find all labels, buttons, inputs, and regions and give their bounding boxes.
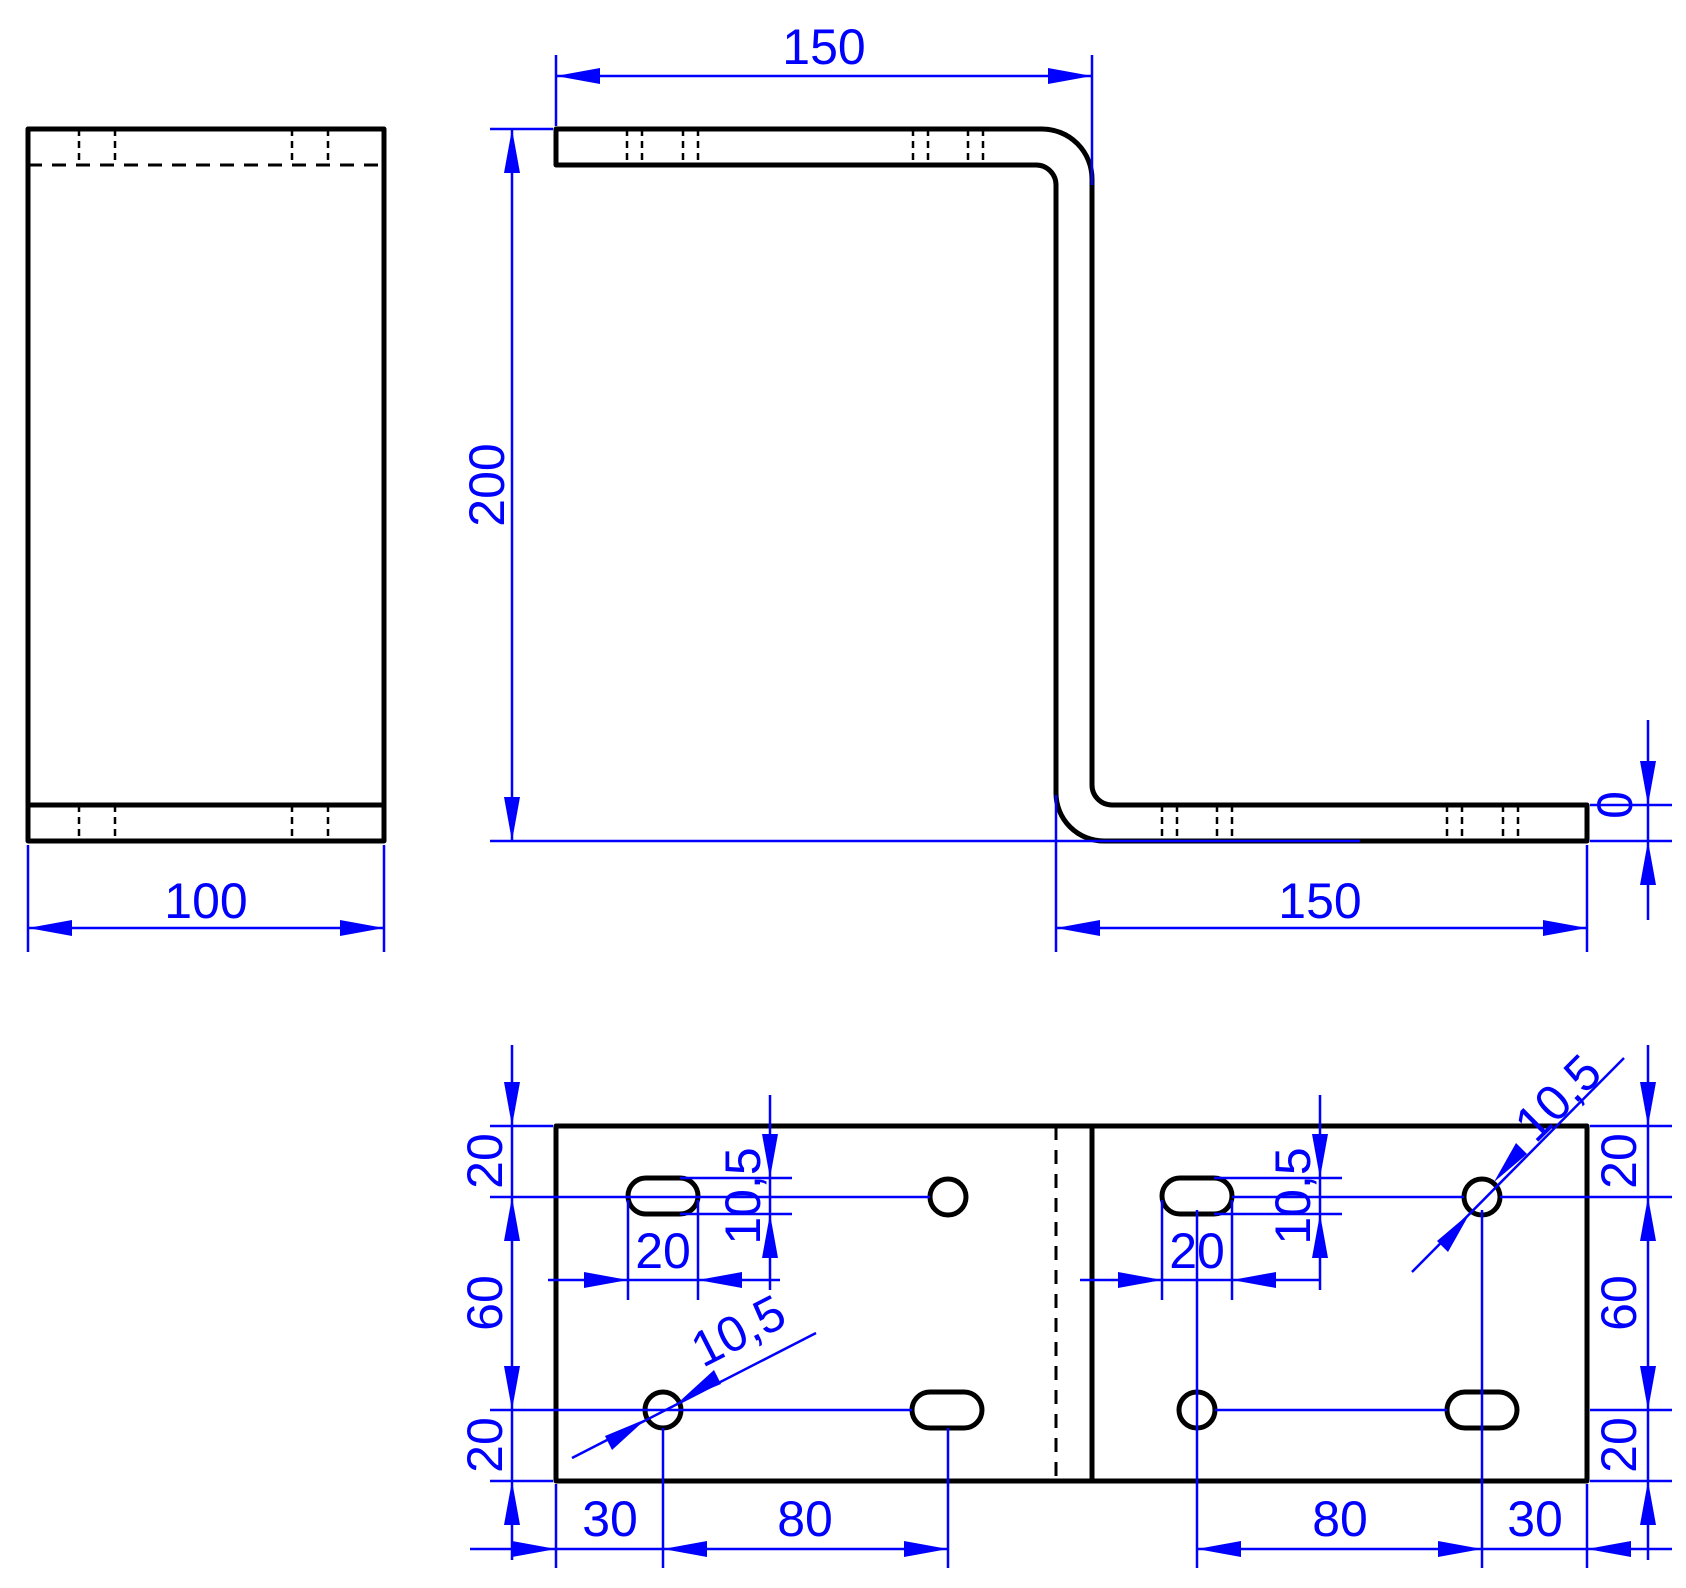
dim-slot-length-left: 20: [548, 1200, 780, 1300]
dim-slot-width-right: 10,5: [1214, 1095, 1342, 1290]
plan-view: 20 60 20 20 60 20 30: [457, 1044, 1672, 1568]
side-view: 100: [25, 126, 387, 952]
dim-thickness: 0: [1587, 720, 1672, 920]
hole-centerlines: [490, 1195, 1672, 1412]
dim-side-width: 100: [26, 845, 386, 952]
z-profile-outline: [553, 126, 1590, 844]
dim-bottom-right-chain: 80 30: [1195, 1210, 1672, 1568]
dim-bottom-flange-length: 150: [1054, 795, 1589, 952]
dim-text-right-bottom-offset: 20: [1591, 1417, 1647, 1473]
plan-view-outline: [553, 1123, 1590, 1484]
dim-text-right-row-spacing: 60: [1591, 1275, 1647, 1331]
dim-text-total-height: 200: [459, 443, 515, 526]
dim-text-slot-width-right: 10,5: [1265, 1147, 1321, 1244]
dim-text-edge-to-hole-right: 30: [1507, 1491, 1563, 1547]
slot-upper-right: [1159, 1175, 1235, 1217]
dim-text-slot-width-left: 10,5: [715, 1147, 771, 1244]
front-view-hidden-holes: [625, 129, 1520, 841]
dim-text-right-top-offset: 20: [1591, 1133, 1647, 1189]
dim-text-bottom-flange-length: 150: [1278, 873, 1361, 929]
dim-text-slot-length-left: 20: [635, 1223, 691, 1279]
dim-slot-length-right: 20: [1080, 1200, 1320, 1300]
dim-text-slot-length-right: 20: [1169, 1223, 1225, 1279]
dim-text-top-flange-length: 150: [782, 19, 865, 75]
side-view-outline: [25, 126, 387, 844]
hole-upper-left-mid: [927, 1176, 969, 1218]
dim-hole-diameter-lower-left: 10,5: [571, 1284, 817, 1460]
dim-slot-width-left: 10,5: [680, 1095, 792, 1290]
slot-lower-left-mid: [909, 1389, 985, 1431]
dim-text-hole-spacing-left: 80: [777, 1491, 833, 1547]
hole-upper-right: [1461, 1176, 1503, 1218]
dim-text-hole-spacing-right: 80: [1312, 1491, 1368, 1547]
dim-text-left-top-offset: 20: [457, 1133, 513, 1189]
dim-text-left-row-spacing: 60: [457, 1275, 513, 1331]
dim-top-flange-length: 150: [554, 19, 1094, 185]
dim-left-vertical-chain: 20 60 20: [457, 1045, 553, 1560]
side-view-hidden-holes: [77, 129, 330, 841]
dim-right-vertical-chain: 20 60 20: [1590, 1045, 1672, 1560]
front-view: 150 200 150 0: [459, 19, 1672, 952]
dim-text-edge-to-hole-left: 30: [582, 1491, 638, 1547]
dim-text-left-bottom-offset: 20: [457, 1417, 513, 1473]
dim-bottom-left-chain: 30 80: [470, 1428, 950, 1568]
dim-text-thickness: 0: [1587, 791, 1643, 819]
dim-total-height: 200: [459, 127, 1360, 843]
dim-text-side-width: 100: [164, 873, 247, 929]
